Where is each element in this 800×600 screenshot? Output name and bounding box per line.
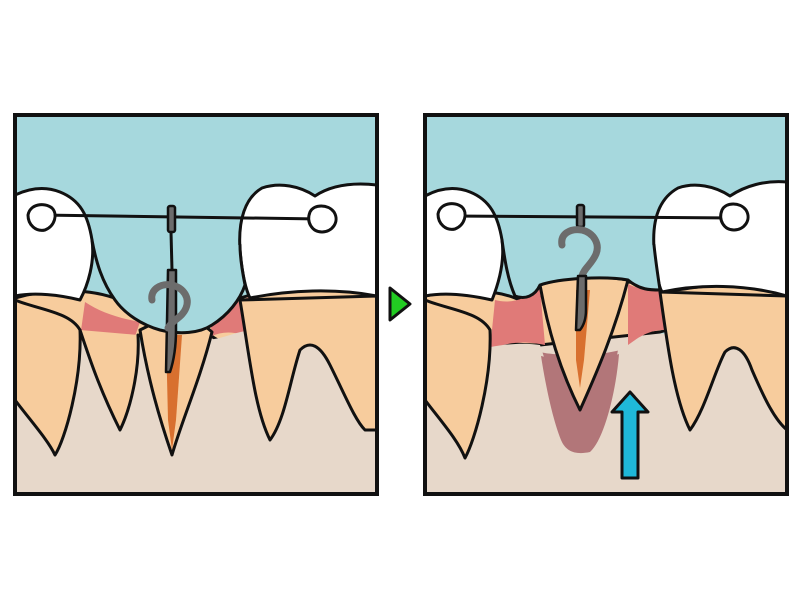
right-tooth-crown xyxy=(652,180,787,298)
gingiva-margin-left xyxy=(490,288,545,350)
gingiva-margin-right xyxy=(628,284,664,345)
panel-after-frame xyxy=(423,113,789,496)
play-arrow-icon xyxy=(388,286,412,322)
anchor-left xyxy=(26,203,57,232)
anchor-right xyxy=(307,204,338,234)
anchor-left xyxy=(436,202,467,231)
panel-before xyxy=(15,115,377,494)
right-tooth-root xyxy=(238,294,377,442)
orthodontic-wire xyxy=(449,214,736,220)
right-tooth-crown xyxy=(238,182,377,300)
panel-before-frame xyxy=(13,113,379,496)
arrow-up-icon xyxy=(610,390,650,480)
orthodontic-wire xyxy=(39,213,321,221)
hook-assembly xyxy=(558,203,601,332)
hook-assembly xyxy=(148,204,191,374)
panel-after xyxy=(425,115,787,494)
right-tooth-root xyxy=(658,290,787,432)
left-tooth-root xyxy=(425,298,492,460)
left-tooth-root-2 xyxy=(78,328,140,432)
anchor-right xyxy=(719,202,750,232)
left-tooth-root xyxy=(15,298,82,457)
